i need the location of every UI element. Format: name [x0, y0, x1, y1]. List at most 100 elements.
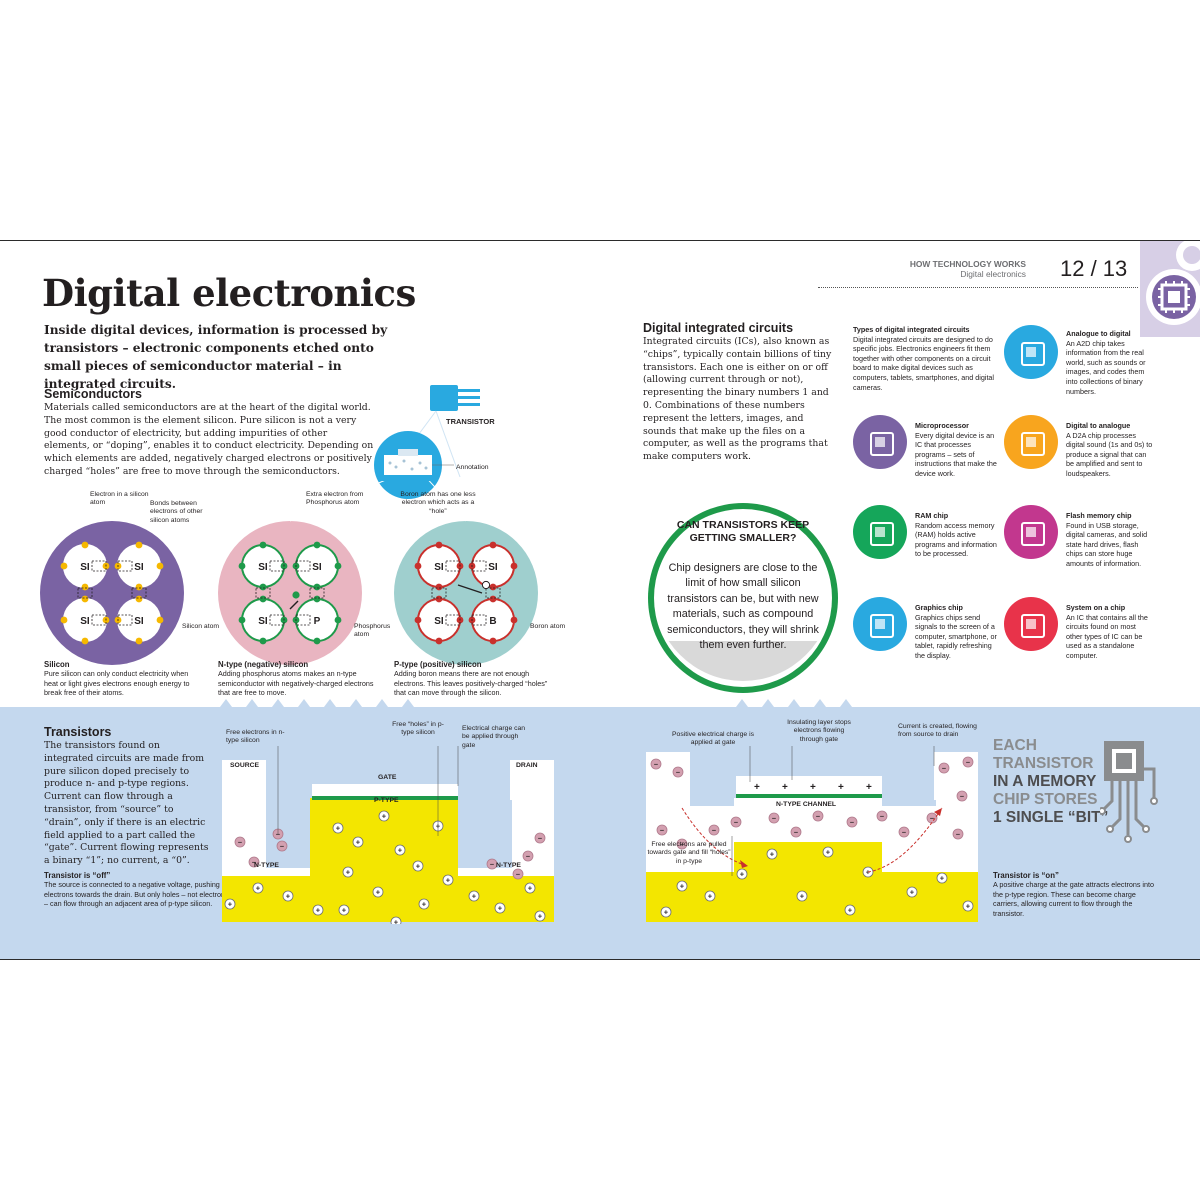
hole-particle [676, 880, 688, 892]
electron-dot [510, 562, 518, 570]
particle-sign: – [654, 760, 658, 769]
hole-particle [224, 898, 236, 910]
bond-box [445, 560, 461, 572]
running-header: HOW TECHNOLOGY WORKS Digital electronics [820, 259, 1026, 279]
chip-type-title: RAM chip [915, 511, 949, 520]
ntype-caption-text: Adding phosphorus atoms makes an n-type … [218, 669, 374, 698]
memory-fact-line4: CHIP STORES [993, 791, 1098, 808]
chip-type-description: Random access memory (RAM) holds active … [915, 520, 997, 559]
hole-particle [394, 844, 406, 856]
off-caption-title: Transistor is “off” [44, 871, 111, 880]
hole-particle [390, 916, 402, 924]
particle-sign: – [902, 828, 906, 837]
atom-symbol: SI [258, 562, 268, 573]
particle-sign: + [342, 906, 347, 915]
electron-particle [672, 766, 684, 778]
electron-dot [238, 616, 246, 624]
callout-title: CAN TRANSISTORS KEEP GETTING SMALLER? [676, 519, 810, 544]
electron-dot [414, 562, 422, 570]
hole-particle [442, 874, 454, 886]
silicon-caption: Silicon Pure silicon can only conduct el… [44, 660, 204, 698]
electron-particle [234, 836, 246, 848]
particle-sign: + [394, 918, 399, 924]
electron-dot [81, 595, 89, 603]
on-caption-title: Transistor is “on” [993, 871, 1059, 880]
on-caption: Transistor is “on” A positive charge at … [993, 871, 1163, 918]
electron-dot [414, 616, 422, 624]
electron-particle [656, 824, 668, 836]
particle-sign: – [276, 830, 280, 839]
hole-particle [418, 898, 430, 910]
page-title: Digital electronics [42, 271, 416, 315]
bond-box [77, 587, 93, 599]
label-free-holes: Free “holes” in p-type silicon [392, 721, 444, 737]
bond-box [269, 560, 285, 572]
ntype-circle [218, 521, 362, 665]
memory-fact-line1: EACH [993, 737, 1037, 754]
bond-box [309, 587, 325, 599]
silicon-caption-title: Silicon [44, 660, 70, 669]
svg-text:+: + [782, 782, 788, 793]
label-insulating: Insulating layer stops electrons flowing… [787, 719, 851, 743]
label-free-electrons: Free electrons in n-type silicon [226, 729, 285, 745]
gear-decoration-icon [1140, 241, 1200, 337]
particle-sign: – [516, 870, 520, 879]
electron-particle [650, 758, 662, 770]
electron-dot [135, 541, 143, 549]
particle-sign: + [800, 892, 805, 901]
transistor-label: TRANSISTOR [446, 417, 495, 426]
a2d-icon [1004, 325, 1058, 379]
chip-type-title: Digital to analogue [1066, 421, 1131, 430]
electron-dot [510, 616, 518, 624]
memory-fact-line2: TRANSISTOR [993, 755, 1094, 772]
particle-sign: – [942, 764, 946, 773]
ram-icon [853, 505, 907, 559]
atom-symbol: SI [312, 562, 322, 573]
electron-dot [435, 637, 443, 645]
particle-sign: + [422, 900, 427, 909]
electron-dot [435, 541, 443, 549]
particle-sign: + [528, 884, 533, 893]
hole-particle [372, 886, 384, 898]
electron-dot [313, 583, 321, 591]
hole-particle [704, 890, 716, 902]
electron-dot [489, 637, 497, 645]
particle-sign: + [910, 888, 915, 897]
particle-sign: – [956, 830, 960, 839]
integrated-heading: Digital integrated circuits [643, 321, 794, 335]
particle-sign: – [526, 852, 530, 861]
hole-particle [494, 902, 506, 914]
silicon-caption-text: Pure silicon can only conduct electricit… [44, 669, 190, 698]
electron-dot [259, 637, 267, 645]
label-current: Current is created, flowing from source … [898, 723, 977, 739]
hole-dot [481, 580, 491, 590]
ntype-caption-title: N-type (negative) silicon [218, 660, 309, 669]
callout-body: Chip designers are close to the limit of… [667, 562, 819, 652]
label-boron: Boron atom [530, 623, 566, 630]
d2a-icon [1004, 415, 1058, 469]
hole-arrow [457, 584, 483, 594]
electron-particle [938, 762, 950, 774]
hole-particle [844, 904, 856, 916]
electron-particle [534, 832, 546, 844]
electron-particle [486, 858, 498, 870]
hole-particle [936, 872, 948, 884]
ntype-left-label: N-TYPE [254, 862, 279, 869]
integrated-body: Integrated circuits (ICs), also known as… [643, 336, 832, 463]
ptype-caption-text: Adding boron means there are not enough … [394, 669, 548, 698]
electron-dot [435, 583, 443, 591]
ptype-caption: P-type (positive) silicon Adding boron m… [394, 660, 559, 698]
electron-dot [313, 541, 321, 549]
chip-type-title: Flash memory chip [1066, 511, 1132, 520]
electron-dot [259, 583, 267, 591]
electron-dot [156, 562, 164, 570]
page-numbers: 12 / 13 [1060, 256, 1128, 281]
label-silicon-atom: Silicon atom [182, 623, 220, 630]
transistors-body: The transistors found on integrated circ… [44, 740, 209, 867]
off-caption: Transistor is “off” The source is connec… [44, 871, 229, 909]
particle-sign: – [734, 818, 738, 827]
hole-particle [312, 904, 324, 916]
